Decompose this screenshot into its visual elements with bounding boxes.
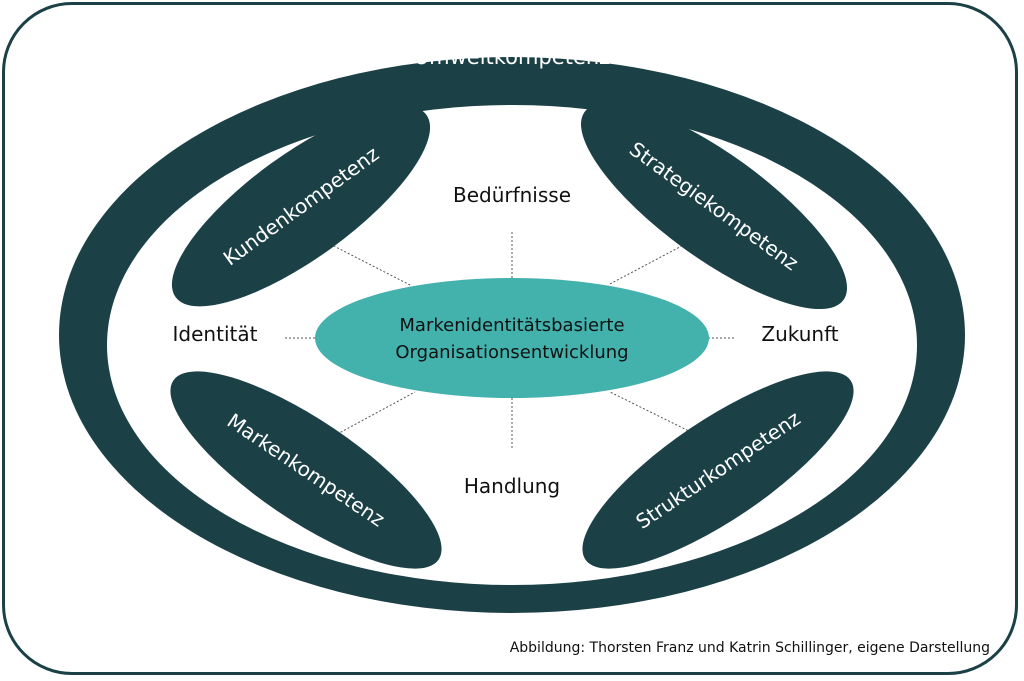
- center-label-line2: Organisationsentwicklung: [395, 342, 628, 363]
- connector-strategie: [607, 239, 694, 286]
- connector-marken: [329, 391, 416, 439]
- competency-strategie: Strategiekompetenz: [580, 102, 848, 310]
- outer-ring-label: Umweltkompetenz: [414, 45, 610, 69]
- dimension-handlung: Handlung: [464, 474, 560, 498]
- dimension-identitat: Identität: [173, 322, 258, 346]
- figure-caption: Abbildung: Thorsten Franz und Katrin Sch…: [509, 640, 990, 656]
- connector-kunden: [329, 243, 411, 286]
- connectors: [285, 232, 735, 450]
- dimension-zukunft: Zukunft: [761, 322, 838, 346]
- dimension-bedurfnisse: Bedürfnisse: [453, 183, 571, 207]
- center-ellipse: [315, 278, 709, 398]
- center-label-line1: Markenidentitätsbasierte: [399, 315, 624, 336]
